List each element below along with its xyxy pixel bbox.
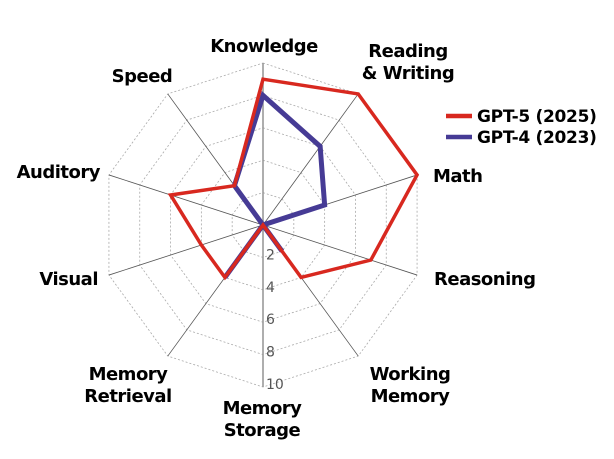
r-tick-label: 8: [266, 345, 275, 361]
axis-spoke: [108, 224, 264, 276]
axis-label-reasoning: Reasoning: [434, 269, 535, 290]
series-gpt-5-2025-: [167, 77, 420, 281]
axis-spoke: [262, 93, 359, 226]
axis-label-visual: Visual: [39, 269, 98, 290]
legend-label: GPT-4 (2023): [477, 128, 597, 148]
axis-spoke: [262, 224, 418, 276]
r-tick-label: 10: [266, 377, 284, 393]
axis-spoke: [108, 174, 264, 226]
axis-label-knowledge: Knowledge: [210, 36, 318, 57]
axis-label-reading-writing: Reading& Writing: [362, 41, 455, 84]
r-tick-label: 2: [266, 247, 275, 263]
legend-label: GPT-5 (2025): [477, 107, 597, 127]
axis-label-auditory: Auditory: [17, 162, 101, 183]
r-tick-label: 6: [266, 312, 275, 328]
axis-label-math: Math: [433, 166, 482, 187]
r-tick-label: 4: [266, 280, 275, 296]
axis-label-speed: Speed: [112, 66, 173, 87]
